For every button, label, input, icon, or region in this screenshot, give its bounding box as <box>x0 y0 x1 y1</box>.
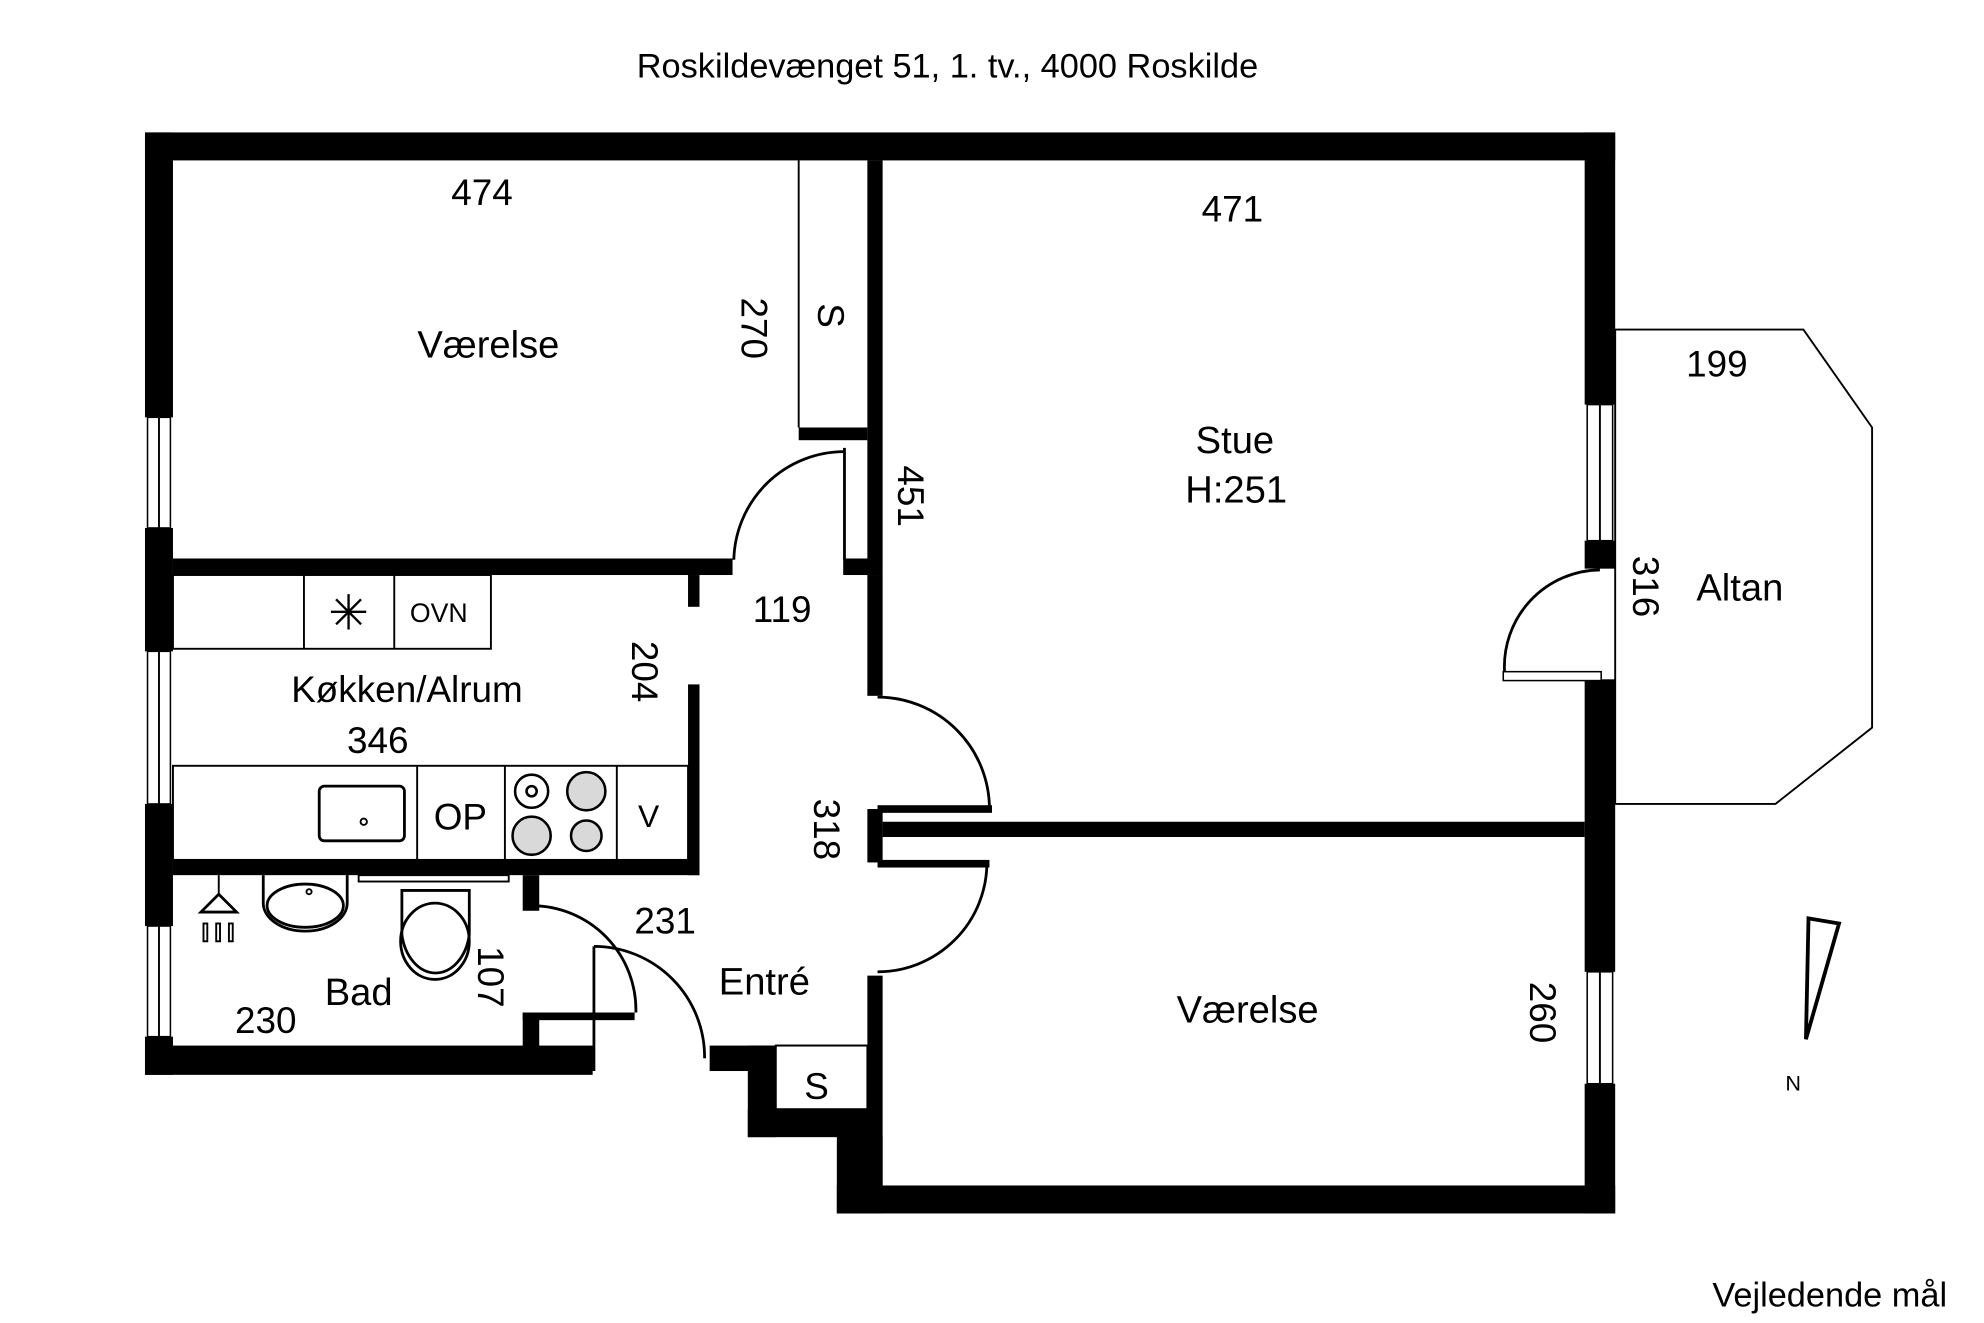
dishwasher-label: OP <box>434 796 487 837</box>
balcony-outline <box>1614 328 1874 805</box>
kitchen-depth: 204 <box>624 641 665 703</box>
door-swing <box>593 944 706 1059</box>
door-swing <box>1503 568 1600 672</box>
sink-icon <box>317 784 406 843</box>
entrance-depth: 318 <box>806 799 847 861</box>
door-swing <box>877 862 989 974</box>
door-swing <box>877 695 991 810</box>
bedroom-top-name: Værelse <box>417 324 559 367</box>
entrance-name: Entré <box>719 961 810 1004</box>
plan-title: Roskildevænget 51, 1. tv., 4000 Roskilde <box>637 48 1258 86</box>
door-swing <box>732 450 845 560</box>
bath-fixtures <box>197 874 510 981</box>
washer-label: V <box>638 798 660 834</box>
balcony-name: Altan <box>1696 566 1783 609</box>
bedroom-bottom-depth: 260 <box>1522 982 1563 1044</box>
bedroom-top-width: 474 <box>451 172 513 213</box>
north-arrow-icon: N <box>1785 916 1842 1096</box>
toilet-icon <box>357 874 510 981</box>
living-height: H:251 <box>1185 469 1287 512</box>
bath-width: 230 <box>235 1000 297 1041</box>
walls <box>144 132 1616 1214</box>
windows <box>146 403 1614 1085</box>
bath-depth: 107 <box>470 946 511 1008</box>
bath-name: Bad <box>325 971 393 1014</box>
washbasin-icon <box>261 875 349 933</box>
oven-label: OVN <box>410 598 468 628</box>
living-depth: 451 <box>890 465 931 527</box>
room-labels: 474 Værelse 270 S 471 Stue H:251 451 199… <box>235 172 1783 1107</box>
footer-note: Vejledende mål <box>1712 1276 1947 1314</box>
bedroom-bottom-name: Værelse <box>1177 989 1319 1032</box>
hob-icon <box>511 770 607 857</box>
living-width: 471 <box>1202 188 1264 229</box>
bedroom-top-depth: 270 <box>733 298 774 360</box>
balcony-depth: 316 <box>1625 556 1666 618</box>
balcony-width: 199 <box>1686 344 1748 385</box>
compass-label: N <box>1785 1071 1801 1096</box>
shower-icon <box>197 875 240 943</box>
hall-width: 119 <box>753 589 812 630</box>
kitchen-fixtures <box>172 574 689 861</box>
kitchen-name: Køkken/Alrum <box>291 669 523 710</box>
closet-lines <box>774 160 869 1111</box>
extractor-icon: ✳ <box>328 587 368 641</box>
closet-entrance-label: S <box>804 1066 829 1107</box>
living-name: Stue <box>1196 419 1274 462</box>
entrance-width: 231 <box>634 901 696 942</box>
closet-top-label: S <box>810 303 851 328</box>
kitchen-width: 346 <box>347 720 409 761</box>
door-swing <box>531 904 638 1013</box>
doors <box>531 447 1602 1072</box>
